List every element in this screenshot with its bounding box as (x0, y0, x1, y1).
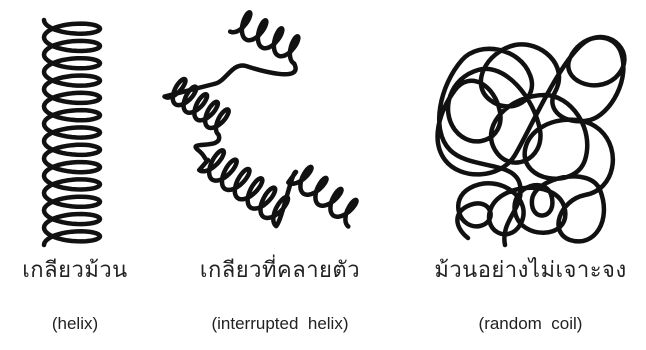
helix-strand (44, 20, 100, 245)
helix-thai-label: เกลียวม้วน (0, 252, 150, 287)
random-coil-english-label: (random coil) (415, 314, 646, 334)
interrupted-helix-strand (165, 12, 357, 226)
random-coil-strand (438, 37, 625, 245)
interrupted-helix-thai-label: เกลียวที่คลายตัว (170, 252, 390, 287)
helix-coil-drawing (44, 20, 100, 245)
random-coil-thai-label: ม้วนอย่างไม่เจาะจง (415, 252, 646, 287)
helix-english-label: (helix) (0, 314, 150, 334)
interrupted-helix-drawing (165, 12, 357, 226)
interrupted-helix-english-label: (interrupted helix) (170, 314, 390, 334)
random-coil-drawing (438, 37, 625, 245)
